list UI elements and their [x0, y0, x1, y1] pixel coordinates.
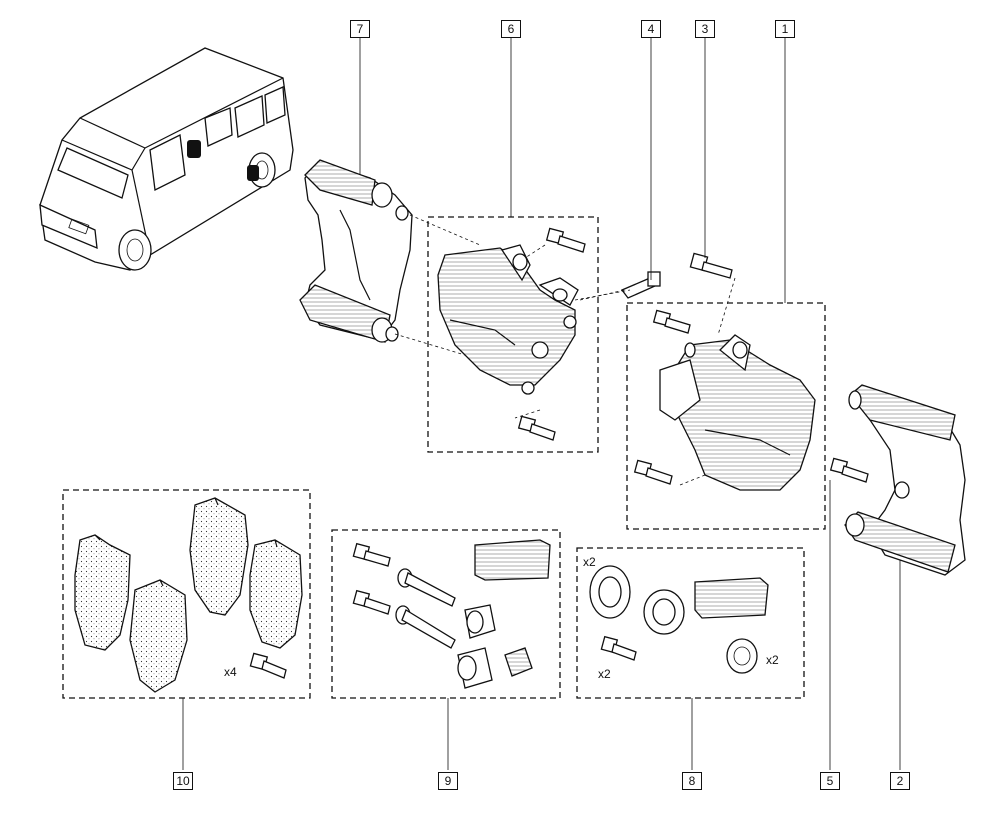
boot-icon [726, 638, 758, 674]
kit-8-box [576, 547, 805, 699]
callout-10: 10 [173, 772, 193, 790]
guide-pin-icon [395, 568, 456, 649]
bolt-5 [829, 457, 869, 483]
callout-5: 5 [820, 772, 840, 790]
callout-2: 2 [890, 772, 910, 790]
lock-ring-icon [589, 565, 631, 619]
van-icon [39, 47, 294, 271]
carrier-bracket-7 [299, 159, 413, 343]
bolt-icon [633, 309, 691, 485]
callout-4: 4 [641, 20, 661, 38]
kit-9-box [331, 529, 561, 699]
carrier-bracket-2 [844, 384, 966, 576]
callout-3: 3 [695, 20, 715, 38]
kit-10-box [62, 489, 311, 699]
callout-1: 1 [775, 20, 795, 38]
grease-sachet-icon [474, 539, 551, 581]
brake-pad-icon [74, 497, 303, 693]
seal-icon [643, 589, 685, 635]
callout-7: 7 [350, 20, 370, 38]
bolt-icon [517, 227, 586, 441]
boot-icon [457, 604, 533, 689]
bolt-icon [249, 652, 287, 679]
bleed-screw-4 [620, 271, 661, 299]
caliper-1 [659, 334, 816, 491]
kit-1-box [626, 302, 826, 530]
qty-kit8-boot: x2 [766, 653, 779, 667]
callout-6: 6 [501, 20, 521, 38]
bolt-3 [689, 252, 733, 279]
bolt-icon [600, 635, 637, 661]
qty-lock-ring: x2 [583, 555, 596, 569]
qty-pads-screw: x4 [224, 665, 237, 679]
kit-6-box [427, 216, 599, 453]
grease-sachet-icon [694, 577, 769, 619]
callout-8: 8 [682, 772, 702, 790]
bolt-icon [352, 542, 391, 615]
callout-9: 9 [438, 772, 458, 790]
caliper-6 [437, 244, 579, 395]
qty-kit8-screw: x2 [598, 667, 611, 681]
leader-lines [182, 35, 901, 770]
